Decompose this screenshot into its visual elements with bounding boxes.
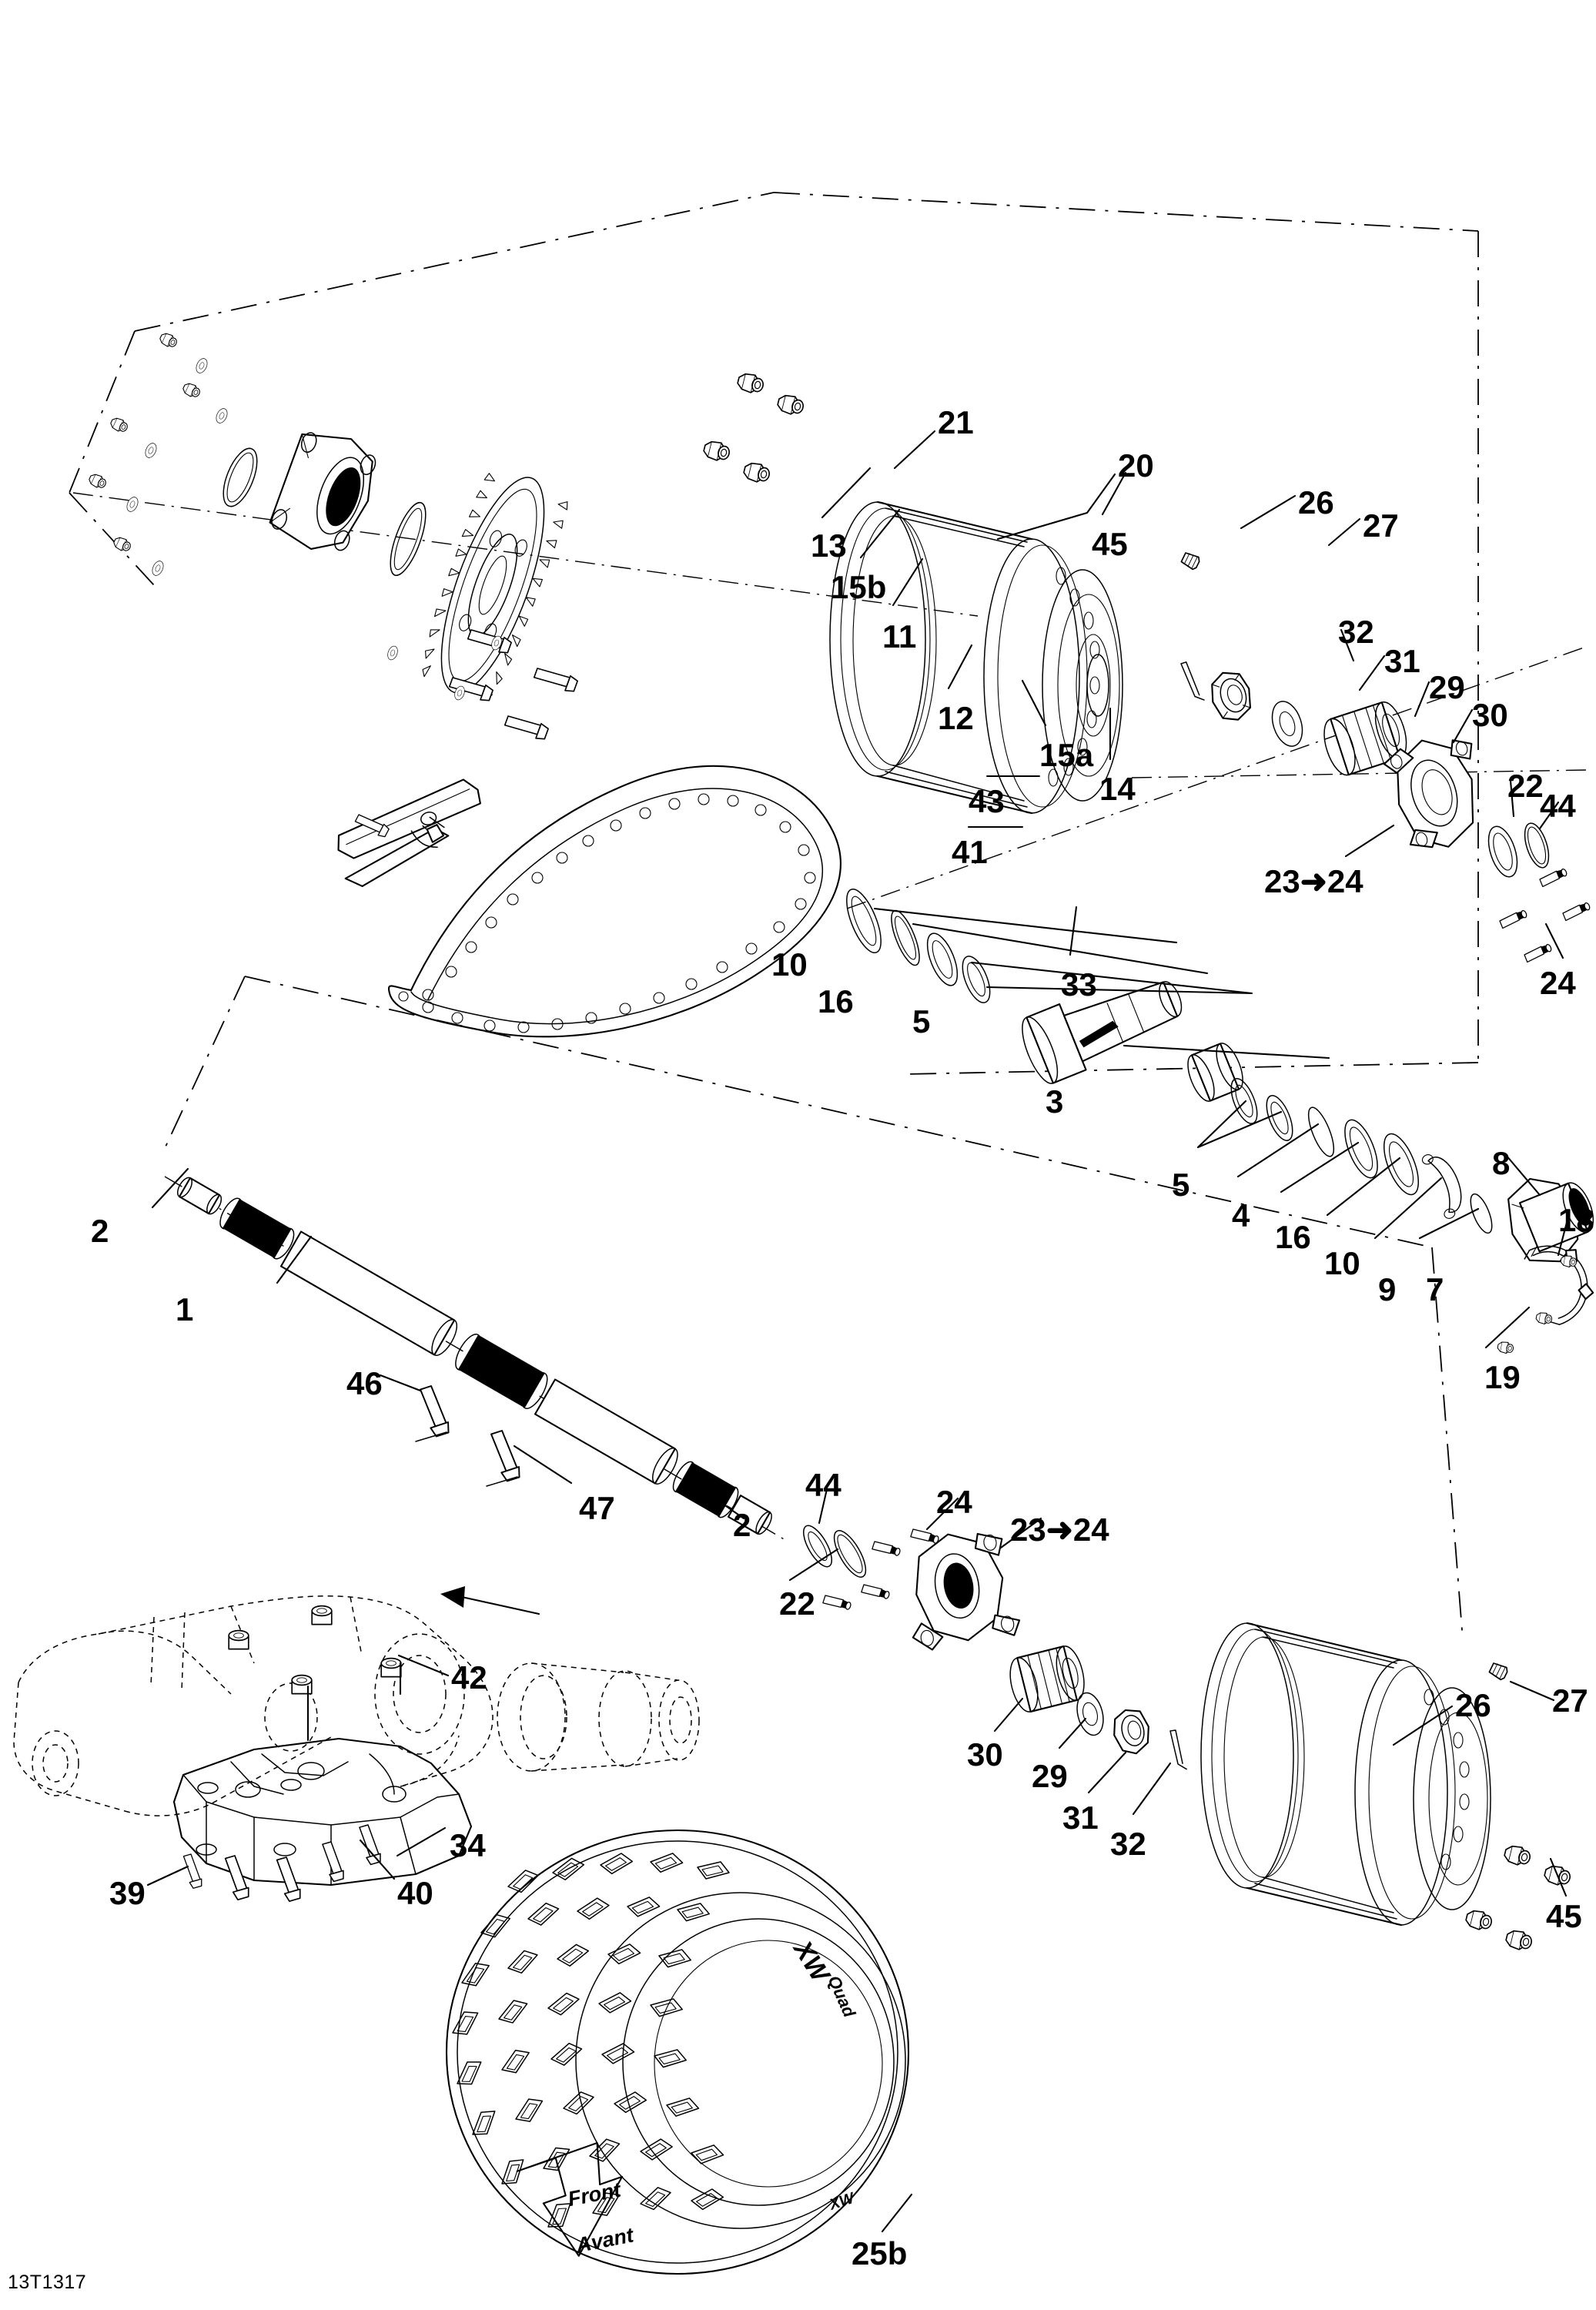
- lug-nuts-top: [701, 370, 806, 485]
- callout-42: 42: [451, 1659, 487, 1696]
- callout-22-bottom: 22: [779, 1585, 815, 1622]
- bushings: [196, 1605, 402, 1856]
- upper-wheel-centerline: [1131, 769, 1587, 778]
- sheet-code: 13T1317: [8, 2272, 87, 2293]
- callout-13: 13: [811, 527, 847, 564]
- upper-axle-centerline: [846, 646, 1587, 909]
- callout-23-24-bottom: 23➜24: [1010, 1512, 1109, 1548]
- callout-1: 1: [176, 1291, 194, 1327]
- callout-14: 14: [1099, 771, 1136, 807]
- callout-26-top: 26: [1298, 484, 1334, 521]
- valve-stem-bottom: [1488, 1662, 1508, 1681]
- upper-spindle-stack: [1180, 661, 1592, 963]
- callout-32-bottom: 32: [1110, 1826, 1146, 1862]
- mid-bearing-stack: [846, 889, 1243, 1102]
- callout-27-bottom: 27: [1552, 1682, 1588, 1719]
- axle-shaft: [164, 1176, 786, 1541]
- callout-47: 47: [579, 1490, 615, 1526]
- callout-2-b: 2: [733, 1507, 751, 1543]
- upper-assembly-boundary: [69, 192, 1479, 1075]
- skid-plate: [172, 1737, 473, 1886]
- atv-tire: XW Quad XW: [445, 1829, 910, 2275]
- front-label-fr: Avant: [574, 2223, 636, 2257]
- valve-stem-top: [1180, 552, 1200, 571]
- callout-27-top: 27: [1363, 507, 1399, 544]
- callout-16-a: 16: [818, 983, 854, 1019]
- callout-2-a: 2: [91, 1213, 109, 1249]
- callout-46: 46: [346, 1365, 383, 1401]
- callout-7: 7: [1426, 1271, 1444, 1307]
- callout-31-bottom: 31: [1062, 1799, 1099, 1836]
- callout-24-bottom: 24: [936, 1484, 972, 1520]
- callout-5-b: 5: [1172, 1167, 1190, 1203]
- wheel-rim-top: [829, 500, 1123, 815]
- callout-21: 21: [938, 404, 974, 440]
- callout-34: 34: [450, 1827, 486, 1863]
- callout-11: 11: [882, 618, 917, 654]
- callout-44-bottom: 44: [805, 1467, 841, 1503]
- callout-23-24-top: 23➜24: [1264, 863, 1363, 899]
- callout-41: 41: [952, 834, 988, 870]
- sprocket-hub-assembly: [87, 330, 568, 700]
- callout-30-top: 30: [1472, 697, 1508, 733]
- sprocket-bolts: [387, 625, 579, 742]
- front-direction-arrow: [516, 2141, 624, 2257]
- chain-slider-assembly: [337, 778, 481, 887]
- drive-chain: [388, 765, 841, 1038]
- callout-31-top: 31: [1384, 643, 1420, 679]
- callout-15a: 15a: [1039, 737, 1094, 773]
- callout-24-top: 24: [1540, 965, 1576, 1001]
- swingarm-bolts: [415, 1384, 523, 1487]
- callout-19: 19: [1484, 1359, 1521, 1395]
- skid-plate-bolts: [182, 1823, 383, 1903]
- callout-29-top: 29: [1429, 669, 1465, 705]
- callout-40: 40: [397, 1875, 433, 1911]
- callout-16-b: 16: [1275, 1219, 1311, 1255]
- svg-text:XW: XW: [827, 2189, 858, 2214]
- callout-10-a: 10: [771, 946, 808, 983]
- callout-4: 4: [1232, 1197, 1250, 1234]
- callout-5-a: 5: [912, 1003, 931, 1040]
- callout-26-bottom: 26: [1455, 1687, 1491, 1723]
- callout-32-top: 32: [1338, 614, 1374, 650]
- wheel-rim-bottom: [1200, 1622, 1491, 1927]
- callout-20: 20: [1118, 447, 1154, 484]
- callout-9: 9: [1378, 1271, 1397, 1307]
- callout-29-bottom: 29: [1032, 1758, 1068, 1794]
- callout-8: 8: [1492, 1145, 1511, 1181]
- callout-33: 33: [1061, 966, 1097, 1003]
- callout-44-top: 44: [1540, 788, 1576, 824]
- callout-30-bottom: 30: [967, 1736, 1003, 1773]
- callout-3: 3: [1046, 1083, 1064, 1120]
- callout-12: 12: [938, 700, 974, 736]
- leader-lines: [146, 430, 1571, 2233]
- callout-15b: 15b: [831, 569, 887, 605]
- upper-hub-centerline: [72, 492, 979, 617]
- callout-45-bottom: 45: [1546, 1898, 1582, 1934]
- callout-18: 18: [1558, 1202, 1594, 1238]
- callout-39: 39: [109, 1875, 146, 1911]
- front-label-en: Front: [566, 2178, 623, 2211]
- lower-spindle-stack: [803, 1525, 1187, 1770]
- callout-25b: 25b: [852, 2235, 908, 2272]
- right-bearing-stack: [1230, 1078, 1594, 1355]
- callout-43: 43: [969, 783, 1005, 819]
- svg-text:Quad: Quad: [824, 1973, 859, 2020]
- callout-10-b: 10: [1324, 1245, 1360, 1281]
- callout-22-top: 22: [1507, 768, 1544, 804]
- callout-45-top: 45: [1092, 526, 1128, 562]
- assembly-direction-arrow: [440, 1586, 540, 1615]
- differential-housing-ghost: [497, 1662, 700, 1772]
